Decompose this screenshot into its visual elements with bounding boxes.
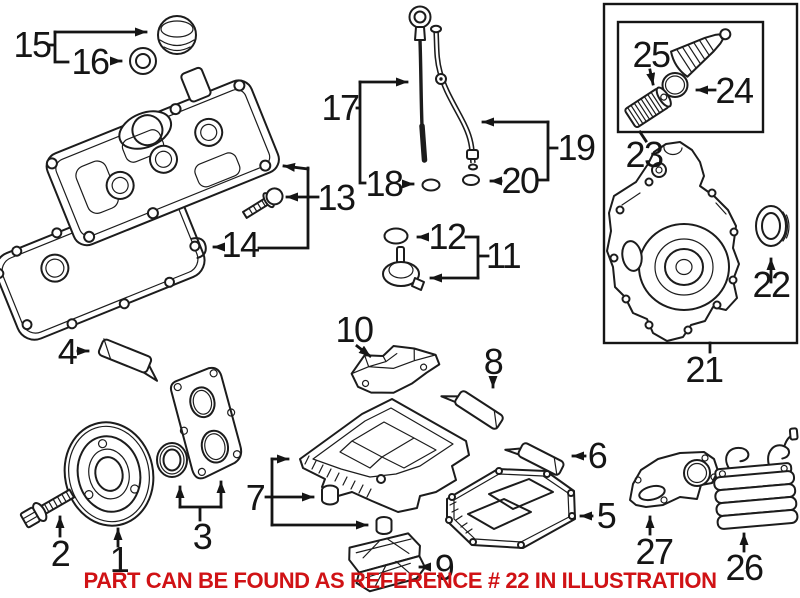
callout-11: 11 — [486, 235, 521, 276]
leader-17-bracket — [355, 80, 367, 185]
oil-cooler-part — [713, 427, 799, 530]
callout-2: 2 — [51, 533, 70, 574]
front-seal-part-3 — [156, 442, 188, 478]
callout-18: 18 — [365, 163, 403, 204]
leader-13-bracket — [257, 166, 320, 250]
leader-11-bracket — [464, 235, 490, 280]
leader-7-bracket — [264, 457, 274, 527]
callout-3: 3 — [193, 516, 212, 557]
o-ring-part-12 — [383, 227, 409, 245]
o-ring-part-24 — [661, 72, 689, 98]
upper-oil-pan-part — [299, 398, 470, 513]
oil-pan-plug-part — [321, 484, 339, 506]
leader-15-bracket — [47, 30, 70, 64]
callout-9: 9 — [435, 547, 454, 588]
oil-baffle-part-9 — [348, 532, 427, 593]
crank-bolt-part — [19, 488, 76, 529]
cooler-gasket-part-27 — [629, 451, 719, 508]
dipstick-part — [408, 5, 432, 163]
callout-20: 20 — [501, 160, 539, 201]
callout-5: 5 — [597, 495, 616, 536]
oil-valve-part-11 — [382, 246, 425, 291]
baffle-plate-part-10 — [350, 345, 441, 394]
callout-8: 8 — [484, 341, 503, 382]
sealant-tube-part-4 — [97, 338, 159, 382]
lower-oil-pan-part — [445, 467, 576, 549]
sealant-tube-part-8 — [440, 390, 504, 430]
oil-pan-plug-part — [375, 516, 393, 535]
leader-13-cover-arrow — [282, 162, 310, 172]
leader-10 — [355, 344, 372, 358]
leader-23 — [638, 130, 648, 143]
callout-21: 21 — [685, 349, 723, 390]
timing-cover-part — [606, 141, 740, 342]
o-ring-part-20 — [462, 174, 480, 186]
crank-seal-part-22 — [755, 205, 790, 247]
callout-6: 6 — [588, 435, 607, 476]
reference-note-text: PART CAN BE FOUND AS REFERENCE # 22 IN I… — [83, 568, 716, 593]
callout-23: 23 — [625, 134, 663, 175]
callout-14: 14 — [221, 224, 259, 265]
callout-17: 17 — [321, 87, 359, 128]
crank-pulley-part — [63, 421, 155, 527]
callout-22: 22 — [752, 264, 790, 305]
filter-kit-box — [616, 20, 765, 134]
illustration-group-box — [602, 2, 799, 345]
callout-27: 27 — [635, 531, 673, 572]
callout-15: 15 — [13, 24, 51, 65]
o-ring-part-18 — [421, 178, 441, 192]
oil-filler-cap-part — [157, 15, 197, 55]
sealant-tube-part-6 — [504, 442, 565, 476]
valve-cover-part — [45, 66, 280, 247]
cover-bolt-part — [242, 187, 284, 219]
callout-1: 1 — [110, 539, 129, 580]
callout-10: 10 — [335, 309, 373, 350]
dipstick-tube-part — [430, 24, 479, 171]
callout-25: 25 — [632, 34, 670, 75]
filter-housing-cap-part — [670, 28, 732, 78]
callout-24: 24 — [715, 70, 753, 111]
filler-cap-seal-part — [129, 47, 157, 75]
leader-25 — [646, 68, 656, 86]
callout-19: 19 — [557, 127, 595, 168]
callout-26: 26 — [725, 547, 763, 588]
leader-19-bracket — [537, 120, 559, 182]
leader-3-bracket — [178, 505, 223, 522]
callout-12: 12 — [428, 216, 466, 257]
callout-16: 16 — [71, 41, 109, 82]
callout-13: 13 — [317, 177, 355, 218]
oil-filter-element-part — [624, 86, 672, 128]
callout-7: 7 — [246, 477, 265, 518]
callout-4: 4 — [58, 331, 77, 372]
seal-flange-plate-part-3 — [169, 366, 243, 480]
